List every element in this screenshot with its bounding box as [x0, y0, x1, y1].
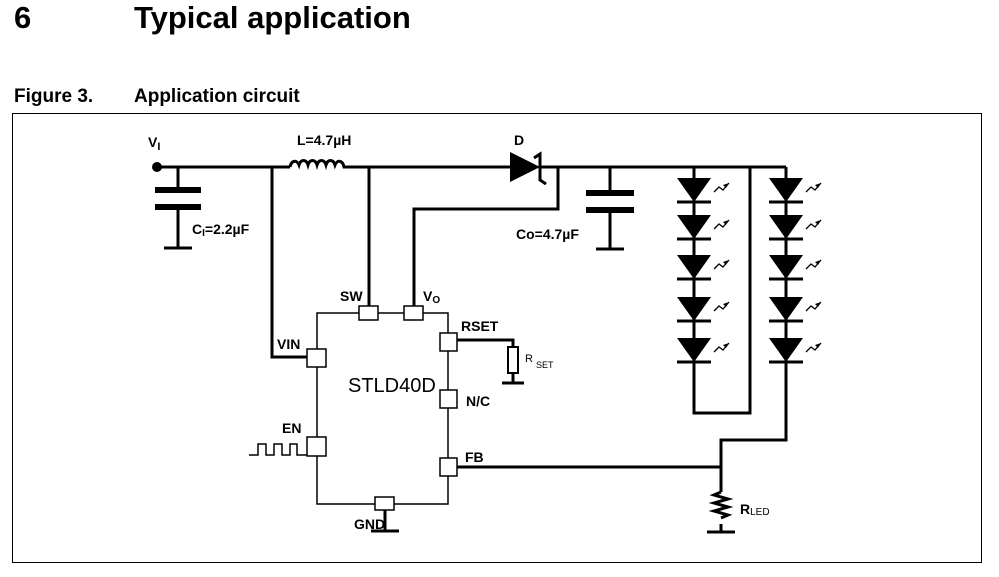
input-voltage-label: VI	[148, 134, 160, 153]
rset-wire	[457, 338, 524, 385]
pin-label-rset: RSET	[461, 318, 499, 334]
pin-label-en: EN	[282, 420, 301, 436]
pin-label-vo: VO	[423, 288, 440, 306]
section-title: Typical application	[134, 0, 411, 35]
led-column-right	[767, 176, 823, 364]
diode-cathode	[533, 151, 547, 186]
pin-label-sw: SW	[340, 288, 363, 304]
cin-label: CI=2.2µF	[192, 221, 250, 239]
led-icon	[767, 213, 823, 241]
pin-fb	[439, 457, 458, 477]
diode-triangle	[510, 152, 540, 182]
led-icon	[767, 253, 823, 281]
cin-wire	[164, 167, 192, 250]
led-string-wires	[692, 167, 788, 467]
rset-resistor	[507, 346, 519, 374]
led-icon	[675, 253, 731, 281]
pin-gnd	[374, 496, 395, 511]
led-icon	[675, 213, 731, 241]
led-icon	[767, 336, 823, 364]
pin-sw	[358, 305, 379, 321]
chip-name: STLD40D	[348, 375, 436, 397]
vo-wire	[412, 167, 560, 306]
figure-title: Application circuit	[134, 86, 300, 107]
pin-nc	[439, 389, 458, 409]
pin-vin	[306, 348, 327, 368]
led-column-left	[675, 176, 731, 364]
en-pulse-signal	[249, 443, 307, 456]
diode-label: D	[514, 132, 524, 148]
figure-label: Figure 3.	[14, 86, 94, 107]
input-terminal	[152, 162, 162, 172]
inductor-coil	[288, 159, 352, 171]
pin-en	[306, 436, 327, 457]
pin-label-vin: VIN	[277, 336, 300, 352]
pin-vo	[403, 305, 424, 321]
pin-rset	[439, 332, 458, 352]
fb-wire	[457, 465, 735, 534]
section-number: 6	[14, 0, 32, 35]
led-icon	[767, 176, 823, 204]
led-icon	[767, 295, 823, 323]
gnd-wire	[371, 510, 399, 533]
cout-label: Co=4.7µF	[516, 226, 579, 242]
pin-label-nc: N/C	[466, 393, 490, 409]
chip-body	[316, 312, 449, 505]
pin-label-fb: FB	[465, 449, 484, 465]
pin-label-gnd: GND	[354, 516, 385, 532]
led-icon	[675, 176, 731, 204]
rled-label: RLED	[740, 501, 770, 518]
led-icon	[675, 336, 731, 364]
vin-wire	[270, 167, 308, 359]
cout-wire	[596, 167, 624, 251]
led-icon	[675, 295, 731, 323]
figure-frame	[12, 113, 982, 563]
rled-resistor	[708, 490, 734, 520]
inductor-label: L=4.7µH	[297, 132, 351, 148]
